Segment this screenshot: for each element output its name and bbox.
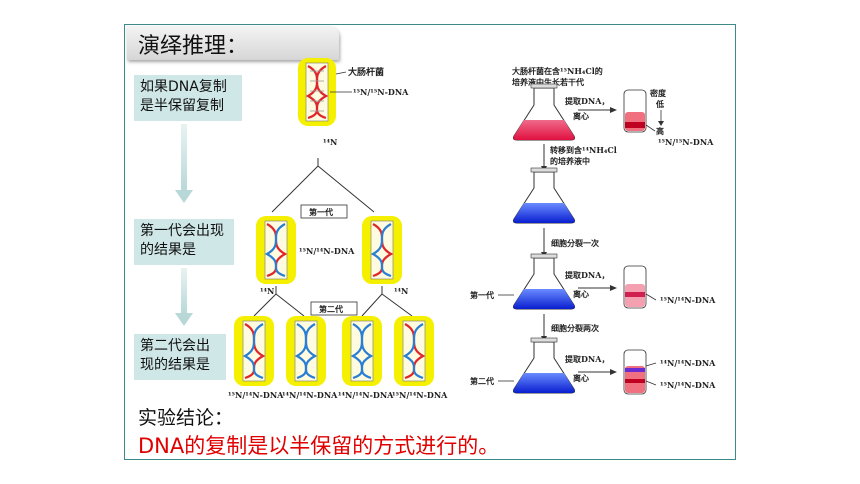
gen2-label: 第二代 bbox=[319, 304, 343, 314]
flask-transfer bbox=[512, 167, 576, 224]
gen2-band-label-top: ¹⁴N/¹⁴N-DNA bbox=[660, 358, 716, 368]
gen1-bacterium-right bbox=[362, 216, 402, 284]
step-box-generation-1: 第一代会出现的结果是 bbox=[134, 219, 234, 265]
step-box-generation-2: 第二代会出现的结果是 bbox=[134, 334, 226, 380]
extract-label-2: 提取DNA， bbox=[565, 270, 609, 280]
parent-band-label: ¹⁵N/¹⁵N-DNA bbox=[658, 137, 714, 147]
density-label-1: 密度 bbox=[649, 88, 667, 98]
density-high-label: 高 bbox=[656, 126, 664, 136]
extract-label-3: 提取DNA， bbox=[565, 354, 609, 364]
transfer-label-2: 的培养液中 bbox=[550, 156, 590, 166]
gen2-dna-label-4: ¹⁵N/¹⁴N-DNA bbox=[392, 390, 448, 400]
slide-title: 演绎推理： bbox=[138, 34, 249, 59]
medium-label-left: ¹⁴N bbox=[260, 286, 274, 296]
slide-frame bbox=[124, 24, 736, 460]
replication-tree-diagram: 大肠杆菌 ¹⁵N/¹⁵N-DNA ¹⁴N 第一代 ¹⁵N/¹⁴N-DNA ¹⁴N… bbox=[228, 58, 448, 400]
gen2-bacterium-1 bbox=[234, 316, 274, 386]
parent-bacterium bbox=[298, 58, 336, 126]
gen2-flask-label: 第二代 bbox=[470, 376, 494, 386]
tube-gen2 bbox=[623, 349, 647, 395]
centrifuge-experiment-diagram: 大肠杆菌在含¹⁵NH₄Cl的 培养液中生长若干代 提取DNA， 离心 密度 低 … bbox=[470, 66, 716, 395]
centrifuge-label-3: 离心 bbox=[573, 373, 589, 383]
title-tab bbox=[127, 26, 339, 60]
gen1-bacterium-left bbox=[256, 216, 296, 284]
gen2-dna-label-3: ¹⁴N/¹⁴N-DNA bbox=[338, 390, 394, 400]
medium-label-right: ¹⁴N bbox=[394, 286, 408, 296]
density-label-2: 低 bbox=[655, 99, 664, 109]
down-arrow-1 bbox=[175, 124, 193, 203]
gen1-label: 第一代 bbox=[309, 207, 333, 217]
gen2-dna-label-2: ¹⁴N/¹⁴N-DNA bbox=[282, 390, 338, 400]
conclusion-text: DNA的复制是以半保留的方式进行的。 bbox=[138, 434, 500, 458]
divide-twice-label: 细胞分裂两次 bbox=[551, 323, 599, 333]
culture-label-2: 培养液中生长若干代 bbox=[512, 77, 584, 87]
gen1-dna-label: ¹⁵N/¹⁴N-DNA bbox=[299, 246, 355, 256]
gen2-bacterium-4 bbox=[394, 316, 434, 386]
conclusion-label: 实验结论： bbox=[138, 407, 234, 429]
gen1-band-label: ¹⁵N/¹⁴N-DNA bbox=[660, 295, 716, 305]
flask-parent bbox=[512, 83, 576, 141]
tube-gen1 bbox=[623, 265, 647, 309]
gen2-bacterium-3 bbox=[342, 316, 382, 386]
flask-gen2 bbox=[512, 337, 576, 394]
tube-parent bbox=[623, 89, 647, 133]
step-box-hypothesis: 如果DNA复制是半保留复制 bbox=[134, 75, 242, 121]
bacterium-label: 大肠杆菌 bbox=[348, 66, 384, 78]
transfer-label-1: 转移到含¹⁴NH₄Cl bbox=[550, 145, 617, 155]
culture-label-1: 大肠杆菌在含¹⁵NH₄Cl的 bbox=[512, 66, 603, 76]
centrifuge-label-1: 离心 bbox=[573, 111, 589, 121]
medium-label-top: ¹⁴N bbox=[323, 137, 337, 147]
parent-dna-label: ¹⁵N/¹⁵N-DNA bbox=[353, 87, 409, 97]
divide-once-label: 细胞分裂一次 bbox=[551, 238, 599, 248]
flask-gen1 bbox=[512, 253, 576, 310]
gen2-band-label-bottom: ¹⁵N/¹⁴N-DNA bbox=[660, 380, 716, 390]
gen2-dna-label-1: ¹⁵N/¹⁴N-DNA bbox=[228, 390, 284, 400]
gen2-bacterium-2 bbox=[286, 316, 326, 386]
extract-label-1: 提取DNA， bbox=[565, 96, 609, 106]
gen1-flask-label: 第一代 bbox=[470, 290, 494, 300]
down-arrow-2 bbox=[175, 268, 193, 326]
centrifuge-label-2: 离心 bbox=[573, 289, 589, 299]
